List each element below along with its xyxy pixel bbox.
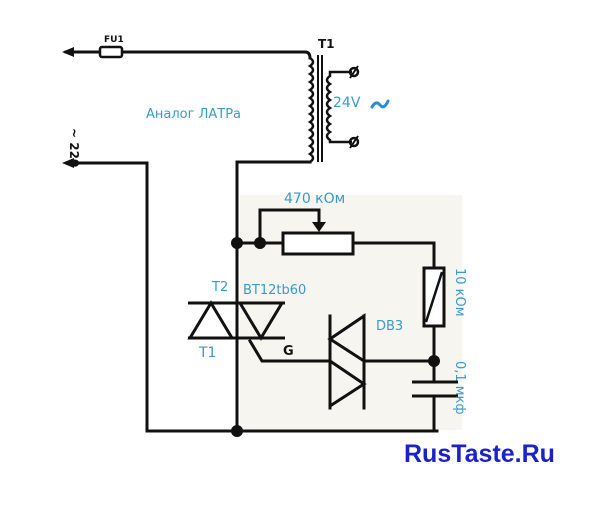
terminal-bottom [348, 136, 360, 148]
bottom-input-wire [62, 158, 439, 433]
potentiometer [281, 231, 355, 256]
transformer-primary [235, 56, 315, 244]
triac [187, 241, 332, 433]
top-input-wire [62, 47, 312, 60]
resistor-label: 10 кОм [452, 268, 467, 317]
fuse-label: FU1 [104, 35, 124, 45]
junction-dot [231, 425, 243, 437]
fuse [98, 45, 124, 59]
transformer-label: T1 [318, 37, 335, 51]
triac-t1-label: T1 [198, 345, 216, 361]
terminal-top [348, 66, 360, 78]
diac [327, 313, 436, 410]
transformer-core [317, 55, 323, 162]
pot-label: 470 кОм [284, 191, 345, 207]
capacitor-label: 0,1 мкф [452, 361, 467, 415]
input-voltage-label: ~ 220 [67, 128, 81, 167]
triac-part-label: BT12tb60 [243, 283, 306, 298]
junction-dot [254, 237, 266, 249]
triac-gate-label: G [283, 344, 294, 359]
diagram-title: Аналог ЛАТРа [146, 107, 241, 122]
ac-sine-icon [370, 99, 390, 109]
transformer-secondary [325, 65, 360, 149]
diac-label: DB3 [376, 319, 403, 334]
triac-t2-label: T2 [211, 280, 228, 295]
secondary-voltage-label: 24V [333, 95, 361, 111]
watermark: RusTaste.Ru [404, 440, 555, 468]
